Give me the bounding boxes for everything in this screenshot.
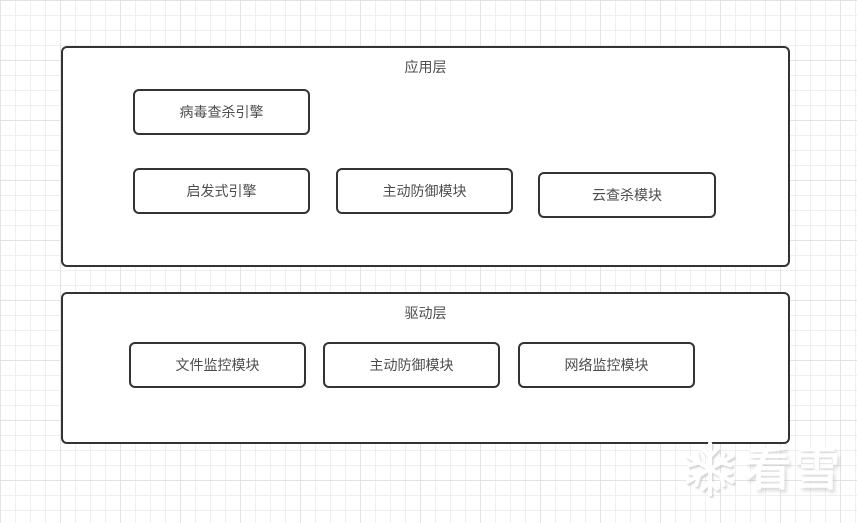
- node-label: 网络监控模块: [564, 357, 649, 373]
- layer-driver-title: 驱动层: [404, 305, 447, 321]
- watermark-text: 看雪: [745, 443, 843, 495]
- layer-driver: 驱动层 文件监控模块 主动防御模块 网络监控模块: [61, 292, 790, 444]
- node-active-defense-module-driver: 主动防御模块: [323, 342, 500, 388]
- node-file-monitor-module: 文件监控模块: [129, 342, 306, 388]
- node-cloud-scan-module: 云查杀模块: [538, 172, 716, 218]
- node-label: 主动防御模块: [369, 357, 454, 373]
- snowflake-icon: [681, 440, 739, 498]
- node-label: 主动防御模块: [382, 183, 467, 199]
- layer-application-title: 应用层: [404, 59, 447, 75]
- node-network-monitor-module: 网络监控模块: [518, 342, 695, 388]
- node-heuristic-engine: 启发式引擎: [133, 168, 310, 214]
- node-label: 病毒查杀引擎: [179, 104, 264, 120]
- node-label: 启发式引擎: [186, 183, 257, 199]
- node-label: 文件监控模块: [175, 357, 260, 373]
- node-active-defense-module-app: 主动防御模块: [336, 168, 513, 214]
- watermark: 看雪: [681, 440, 843, 498]
- node-label: 云查杀模块: [592, 187, 662, 203]
- layer-application: 应用层 病毒查杀引擎 启发式引擎 主动防御模块 云查杀模块: [61, 46, 790, 267]
- node-virus-scan-engine: 病毒查杀引擎: [133, 89, 310, 135]
